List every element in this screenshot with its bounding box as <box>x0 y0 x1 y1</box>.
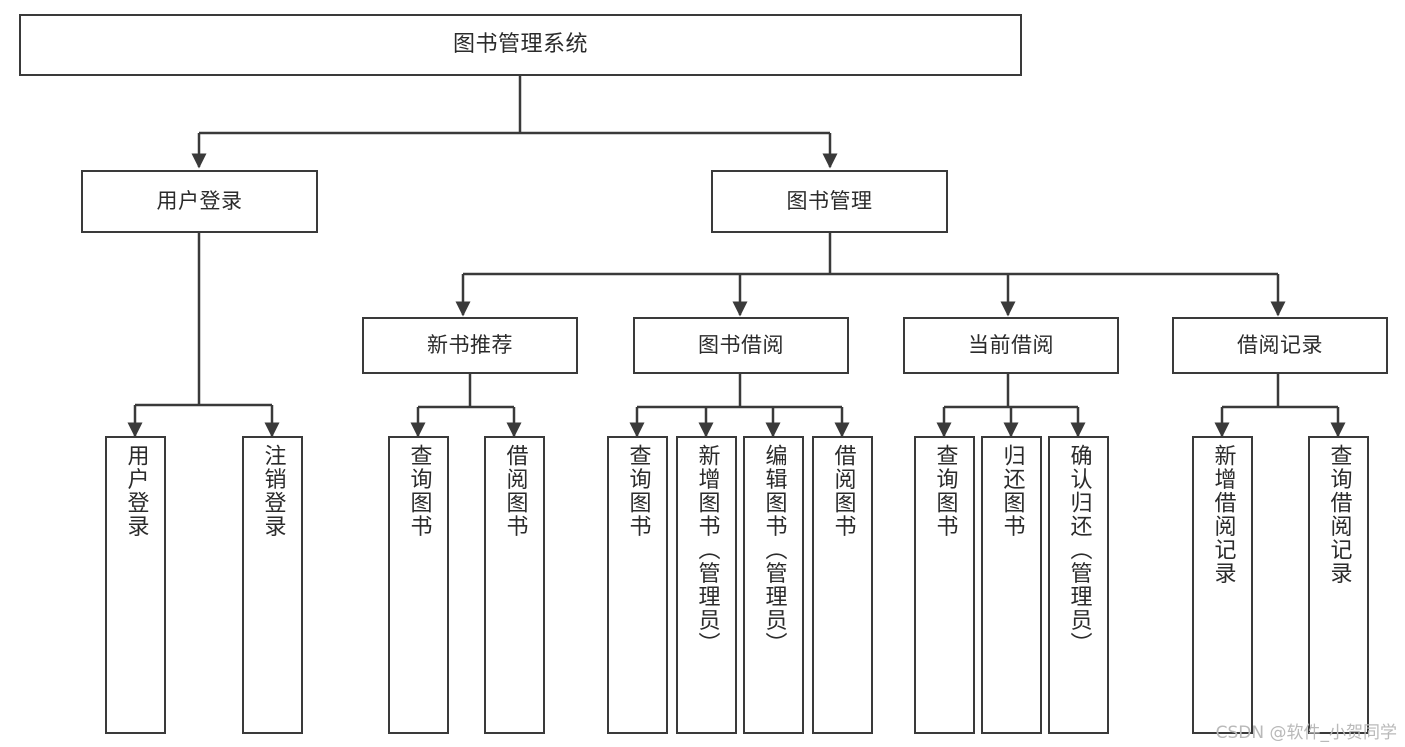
leaf-user-login-label: 用户登录 <box>123 444 149 538</box>
leaf-query-book-2-label: 查询图书 <box>625 444 651 538</box>
node-root-label: 图书管理系统 <box>452 32 588 58</box>
leaf-user-login[interactable]: 用户登录 <box>105 436 166 734</box>
node-book-borrow[interactable]: 图书借阅 <box>633 317 849 374</box>
node-book-manage-label: 图书管理 <box>786 189 873 214</box>
node-current-borrow-label: 当前借阅 <box>968 333 1054 358</box>
leaf-query-book-3[interactable]: 查询图书 <box>914 436 975 734</box>
node-user-login[interactable]: 用户登录 <box>81 170 318 233</box>
node-current-borrow[interactable]: 当前借阅 <box>903 317 1119 374</box>
leaf-add-record-label: 新增借阅记录 <box>1210 444 1236 585</box>
leaf-edit-book-label: 编辑图书（管理员） <box>761 444 787 656</box>
node-new-book-rec-label: 新书推荐 <box>427 333 513 358</box>
node-book-manage[interactable]: 图书管理 <box>711 170 948 233</box>
leaf-logout[interactable]: 注销登录 <box>242 436 303 734</box>
leaf-add-book[interactable]: 新增图书（管理员） <box>676 436 737 734</box>
leaf-confirm-return-label: 确认归还（管理员） <box>1066 444 1092 656</box>
node-book-borrow-label: 图书借阅 <box>698 333 784 358</box>
leaf-query-record[interactable]: 查询借阅记录 <box>1308 436 1369 734</box>
leaf-query-book-2[interactable]: 查询图书 <box>607 436 668 734</box>
leaf-query-book-1-label: 查询图书 <box>406 444 432 538</box>
leaf-add-record[interactable]: 新增借阅记录 <box>1192 436 1253 734</box>
leaf-borrow-book-2[interactable]: 借阅图书 <box>812 436 873 734</box>
leaf-confirm-return[interactable]: 确认归还（管理员） <box>1048 436 1109 734</box>
leaf-borrow-book-1-label: 借阅图书 <box>502 444 528 538</box>
node-borrow-record-label: 借阅记录 <box>1237 333 1323 358</box>
leaf-add-book-label: 新增图书（管理员） <box>694 444 720 656</box>
leaf-query-book-1[interactable]: 查询图书 <box>388 436 449 734</box>
leaf-query-book-3-label: 查询图书 <box>932 444 958 538</box>
node-root[interactable]: 图书管理系统 <box>19 14 1022 76</box>
leaf-return-book[interactable]: 归还图书 <box>981 436 1042 734</box>
leaf-logout-label: 注销登录 <box>260 444 286 538</box>
leaf-borrow-book-1[interactable]: 借阅图书 <box>484 436 545 734</box>
node-user-login-label: 用户登录 <box>156 189 243 214</box>
node-new-book-rec[interactable]: 新书推荐 <box>362 317 578 374</box>
leaf-edit-book[interactable]: 编辑图书（管理员） <box>743 436 804 734</box>
node-borrow-record[interactable]: 借阅记录 <box>1172 317 1388 374</box>
leaf-query-record-label: 查询借阅记录 <box>1326 444 1352 585</box>
leaf-return-book-label: 归还图书 <box>999 444 1025 538</box>
leaf-borrow-book-2-label: 借阅图书 <box>830 444 856 538</box>
watermark: CSDN @软件_小贺同学 <box>1215 723 1397 743</box>
